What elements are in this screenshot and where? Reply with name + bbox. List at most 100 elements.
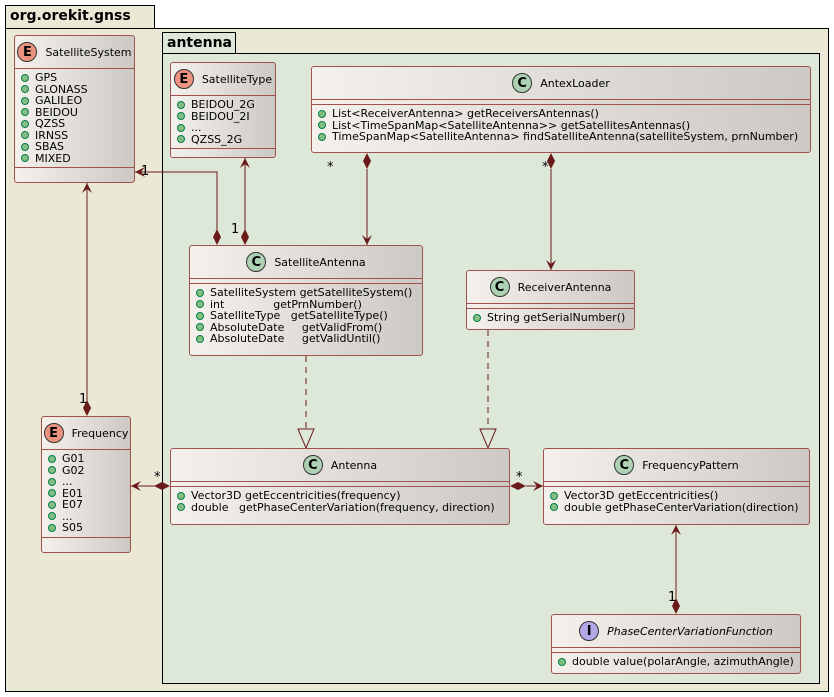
member-text: AbsoluteDate getValidUntil() bbox=[210, 332, 381, 346]
member-row: AbsoluteDate getValidUntil() bbox=[196, 332, 422, 346]
members-section: List<ReceiverAntenna> getReceiversAntenn… bbox=[312, 105, 810, 146]
public-visibility-icon bbox=[48, 466, 56, 475]
member-row: BEIDOU bbox=[21, 105, 134, 119]
public-visibility-icon bbox=[177, 100, 185, 109]
diamond bbox=[547, 153, 555, 169]
public-visibility-icon bbox=[318, 109, 326, 118]
class-stereotype-icon: C bbox=[512, 73, 533, 93]
public-visibility-icon bbox=[21, 96, 29, 105]
member-row: GALILEO bbox=[21, 94, 134, 107]
class-header: C Antenna bbox=[171, 449, 509, 482]
fields-section bbox=[171, 482, 509, 487]
member-row: GLONASS bbox=[21, 83, 134, 96]
fields-section bbox=[312, 100, 810, 105]
member-text: G01 bbox=[62, 452, 85, 466]
mult-sa-system: 1 bbox=[141, 164, 150, 179]
public-visibility-icon bbox=[177, 503, 185, 512]
member-row: Vector3D getEccentricities(frequency) bbox=[177, 489, 509, 503]
class-name: AntexLoader bbox=[540, 76, 610, 90]
diamond bbox=[213, 229, 221, 245]
edge-satantenna-satsystem bbox=[135, 167, 218, 237]
class-name: Antenna bbox=[330, 458, 378, 472]
fields-section bbox=[190, 279, 422, 284]
mult-antenna-freq: * bbox=[154, 470, 161, 485]
public-visibility-icon bbox=[48, 523, 56, 532]
member-text: double getPhaseCenterVariation(direction… bbox=[564, 500, 799, 514]
member-text: SatelliteSystem getSatelliteSystem() bbox=[210, 286, 413, 300]
public-visibility-icon bbox=[21, 131, 29, 140]
member-row: SatelliteSystem getSatelliteSystem() bbox=[196, 286, 422, 300]
public-visibility-icon bbox=[21, 73, 29, 82]
public-visibility-icon bbox=[550, 503, 558, 512]
mult-pcv-pattern: 1 bbox=[668, 590, 677, 605]
fields-section bbox=[544, 482, 809, 487]
class-header: C SatelliteAntenna bbox=[190, 246, 422, 279]
class-name: SatelliteType bbox=[201, 72, 273, 86]
members-section: SatelliteSystem getSatelliteSystem()int … bbox=[190, 284, 422, 348]
enum-stereotype-icon: E bbox=[17, 42, 38, 62]
member-text: BEIDOU_2I bbox=[191, 109, 250, 123]
class-stereotype-icon: C bbox=[614, 455, 635, 475]
member-row: G02 bbox=[48, 464, 130, 477]
member-row: double getPhaseCenterVariation(direction… bbox=[550, 500, 809, 514]
member-text: TimeSpanMap<SatelliteAntenna> findSatell… bbox=[332, 130, 799, 144]
public-visibility-icon bbox=[21, 154, 29, 163]
member-text: MIXED bbox=[35, 151, 71, 165]
public-visibility-icon bbox=[196, 323, 204, 332]
mult-loader-rec: * bbox=[542, 160, 549, 175]
diamond bbox=[241, 229, 249, 245]
mult-sa-type: 1 bbox=[231, 222, 240, 237]
member-row: GPS bbox=[21, 71, 134, 85]
member-row: int getPrnNumber() bbox=[196, 298, 422, 311]
class-header: C AntexLoader bbox=[312, 67, 810, 100]
inheritance-triangle bbox=[479, 428, 497, 450]
enum-stereotype-icon: E bbox=[173, 69, 194, 89]
class-name: SatelliteAntenna bbox=[274, 255, 366, 269]
class-header: E Frequency bbox=[42, 417, 130, 450]
member-row: ... bbox=[48, 510, 130, 523]
class-stereotype-icon: C bbox=[246, 252, 267, 272]
methods-section bbox=[171, 149, 275, 155]
member-text: Vector3D getEccentricities(frequency) bbox=[191, 489, 401, 503]
member-row: S05 bbox=[48, 521, 130, 534]
public-visibility-icon bbox=[196, 334, 204, 343]
member-row: IRNSS bbox=[21, 129, 134, 142]
public-visibility-icon bbox=[177, 491, 185, 500]
public-visibility-icon bbox=[473, 313, 481, 322]
member-text: SatelliteType getSatelliteType() bbox=[210, 309, 388, 323]
public-visibility-icon bbox=[196, 300, 204, 309]
class-stereotype-icon: C bbox=[302, 455, 323, 475]
member-text: BEIDOU bbox=[35, 105, 78, 119]
public-visibility-icon bbox=[558, 657, 566, 666]
member-row: List<ReceiverAntenna> getReceiversAntenn… bbox=[318, 107, 810, 120]
member-text: E07 bbox=[62, 498, 83, 512]
class-name: Frequency bbox=[71, 426, 129, 440]
members-section: double value(polarAngle, azimuthAngle) bbox=[552, 653, 800, 671]
package-tab-gnss: org.orekit.gnss bbox=[5, 5, 155, 29]
public-visibility-icon bbox=[318, 121, 326, 130]
mult-freq-system: 1 bbox=[79, 392, 88, 407]
member-text: E01 bbox=[62, 486, 83, 500]
member-text: GPS bbox=[35, 71, 58, 85]
member-text: List<TimeSpanMap<SatelliteAntenna>> getS… bbox=[332, 118, 691, 132]
public-visibility-icon bbox=[21, 119, 29, 128]
public-visibility-icon bbox=[318, 132, 326, 141]
public-visibility-icon bbox=[196, 311, 204, 320]
mult-loader-sat: * bbox=[327, 160, 334, 175]
member-row: QZSS_2G bbox=[177, 133, 275, 146]
enum-stereotype-icon: E bbox=[43, 423, 64, 443]
member-row: BEIDOU_2I bbox=[177, 109, 275, 123]
inheritance-triangle bbox=[297, 428, 315, 450]
